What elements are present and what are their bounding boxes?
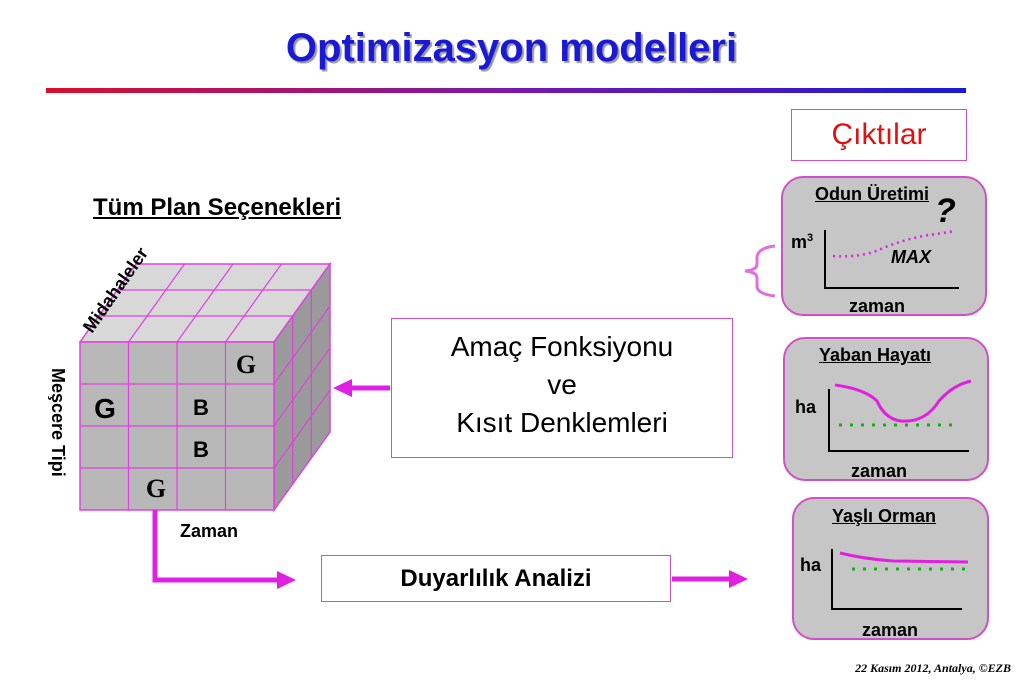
objective-to-cube-arrow xyxy=(333,379,390,397)
objective-line1: Amaç Fonksiyonu xyxy=(450,331,674,362)
objective-function-box: Amaç Fonksiyonu ve Kısıt Denklemleri xyxy=(391,318,733,458)
outputs-label: Çıktılar xyxy=(791,109,967,161)
panel-wood-chart xyxy=(824,229,959,289)
plan-options-title: Tüm Plan Seçenekleri xyxy=(93,194,342,221)
cell-label: B xyxy=(193,437,209,462)
axis-stand-type-label: Meşcere Tipi xyxy=(48,368,68,477)
page-title: Optimizasyon modelleri xyxy=(285,26,738,70)
panel-oldforest-ylabel: ha xyxy=(800,555,822,575)
sensitivity-analysis-box: Duyarlılık Analizi xyxy=(321,555,671,602)
title-divider xyxy=(46,88,966,93)
panel-wood-title: Odun Üretimi xyxy=(815,184,930,204)
panel-oldforest-xlabel: zaman xyxy=(862,620,919,640)
objective-line2: ve xyxy=(547,369,577,400)
panel-wood-annotation: MAX xyxy=(891,247,931,267)
footer-note: 22 Kasım 2012, Antalya, ©EZB xyxy=(855,661,1011,675)
panel-wood-ylabel: m3 xyxy=(791,232,814,252)
cell-label: G xyxy=(236,350,256,379)
panel-wildlife: Yaban Hayatı ha zaman xyxy=(783,337,989,481)
panel-wildlife-title: Yaban Hayatı xyxy=(819,345,932,365)
axis-time-label: Zaman xyxy=(180,521,238,541)
panel-oldforest-chart xyxy=(831,549,972,610)
cube-to-sensitivity-arrow xyxy=(152,510,296,589)
brace-icon xyxy=(744,244,776,298)
cell-label: G xyxy=(94,393,116,424)
panel-old-forest: Yaşlı Orman ha zaman xyxy=(792,497,989,640)
cell-label: G xyxy=(146,474,166,503)
panel-wildlife-xlabel: zaman xyxy=(851,461,908,481)
objective-line3: Kısıt Denklemleri xyxy=(456,407,668,438)
panel-wood-production: Odun Üretimi m3 zaman MAX ? xyxy=(781,176,987,316)
panel-oldforest-title: Yaşlı Orman xyxy=(832,506,937,526)
sensitivity-to-outputs-arrow xyxy=(672,570,748,588)
panel-wood-xlabel: zaman xyxy=(849,296,906,316)
panel-wildlife-chart xyxy=(828,379,972,452)
panel-wildlife-ylabel: ha xyxy=(795,397,817,417)
question-mark: ? xyxy=(935,192,956,230)
cell-label: B xyxy=(193,395,209,420)
